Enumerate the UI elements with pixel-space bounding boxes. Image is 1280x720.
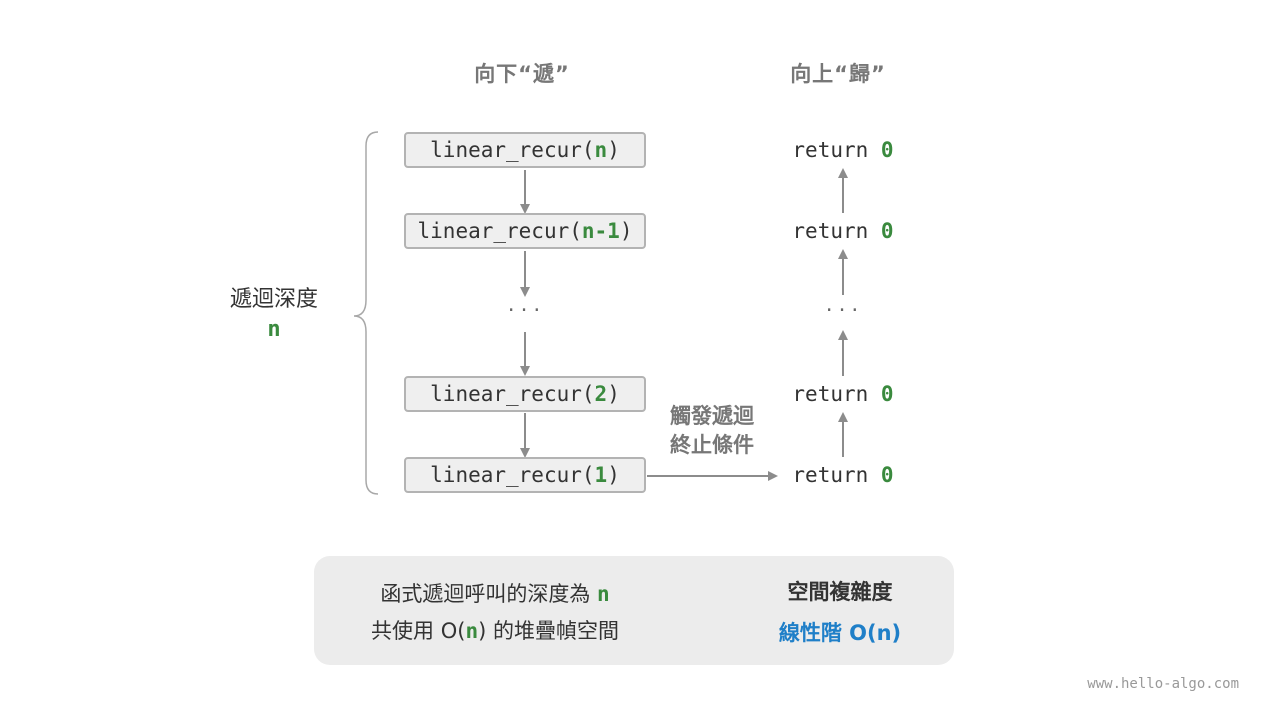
call-arg: n [594,138,608,162]
summary-value: 線性階 O(n) [778,621,902,645]
summary-usage-b: ) 的堆疊幀空間 [478,619,619,643]
call-suffix: ) [607,138,620,162]
return-row-3: return 0 [763,376,923,412]
call-suffix: ) [619,219,633,243]
return-ellipsis: ··· [823,300,863,321]
summary-usage-n: n [465,619,479,643]
trigger-line-1: 觸發遞迴 [670,404,754,428]
summary-depth-n: n [597,582,610,606]
return-row-2: return 0 [763,213,923,249]
return-value: 0 [880,138,894,162]
trigger-line-2: 終止條件 [670,433,754,457]
header-up: 向上“歸” [790,62,886,86]
call-arg: 1 [594,463,608,487]
call-box-2: linear_recur(2) [404,376,646,412]
call-box-n-minus-1: linear_recur(n-1) [404,213,646,249]
return-keyword: return [792,463,881,487]
return-row-base: return 0 [763,457,923,493]
return-keyword: return [792,219,881,243]
call-prefix: linear_recur( [430,463,595,487]
watermark: www.hello-algo.com [1087,676,1239,692]
call-suffix: ) [607,382,620,406]
return-row-top: return 0 [763,132,923,168]
header-down: 向下“遞” [474,62,570,86]
call-box-n: linear_recur(n) [404,132,646,168]
summary-box [314,556,954,665]
call-prefix: linear_recur( [417,219,582,243]
call-prefix: linear_recur( [430,138,595,162]
summary-usage-a: 共使用 O( [371,619,466,643]
trigger-annotation: 觸發遞迴 終止條件 [657,402,767,460]
call-ellipsis: ··· [505,300,545,321]
summary-line-1: 函式遞迴呼叫的深度為 n [330,578,660,608]
return-value: 0 [880,382,894,406]
depth-n: n [267,317,281,342]
call-box-1: linear_recur(1) [404,457,646,493]
summary-title: 空間複雜度 [787,580,893,604]
return-keyword: return [792,138,881,162]
return-value: 0 [880,219,894,243]
call-arg: n-1 [581,219,620,243]
call-prefix: linear_recur( [430,382,595,406]
call-suffix: ) [607,463,620,487]
call-arg: 2 [594,382,608,406]
summary-depth-text: 函式遞迴呼叫的深度為 [380,582,598,606]
return-value: 0 [880,463,894,487]
summary-line-2: 共使用 O(n) 的堆疊幀空間 [330,615,660,645]
return-keyword: return [792,382,881,406]
depth-brace [353,131,379,495]
depth-label: 遞迴深度 [229,287,318,312]
